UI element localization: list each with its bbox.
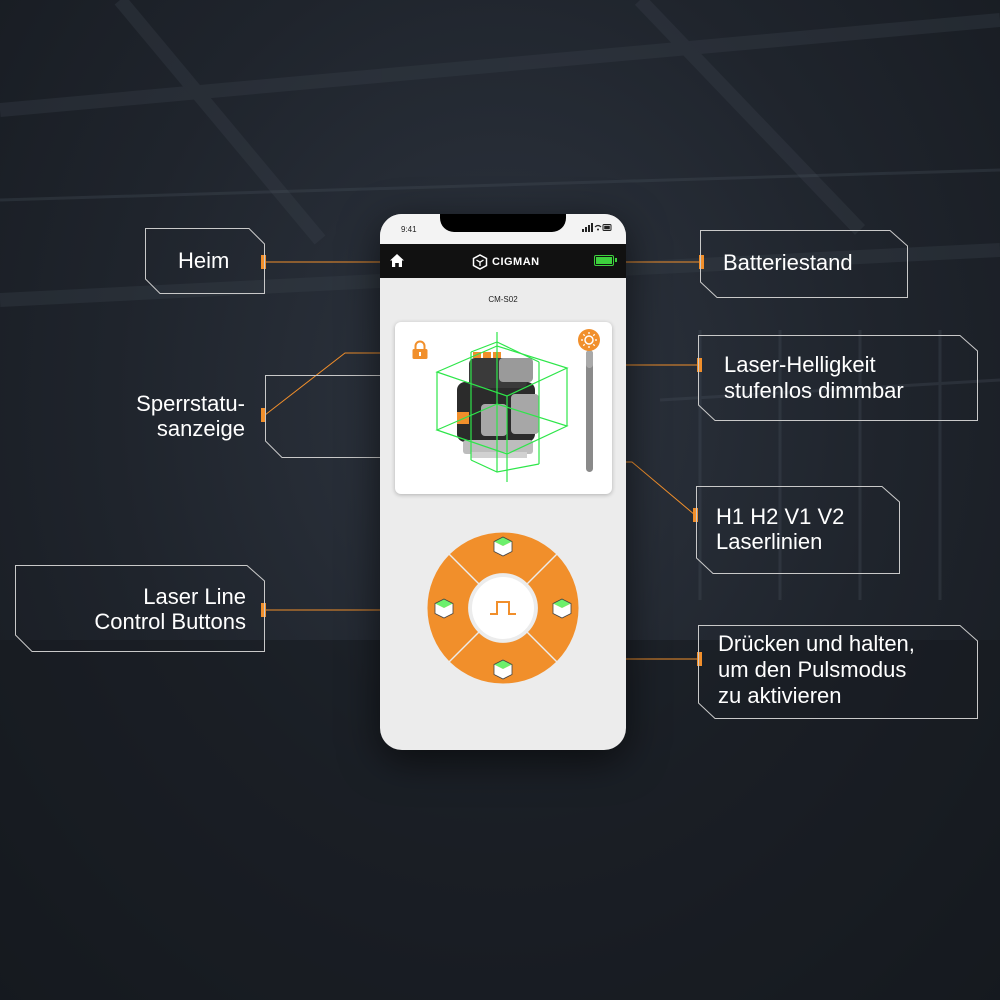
- callout-lock-line1: Sperrstatu-: [136, 391, 245, 416]
- callout-laser-lines-line2: Laserlinien: [716, 529, 823, 554]
- callout-frame: [15, 565, 265, 652]
- cube-left-icon: [434, 598, 454, 619]
- callout-home: Heim: [145, 228, 265, 294]
- status-icons: [582, 223, 612, 234]
- brightness-slider-fill: [586, 350, 593, 369]
- brightness-slider-handle[interactable]: [578, 329, 600, 351]
- callout-pulse-line2: um den Pulsmodus: [718, 657, 907, 682]
- callout-battery-label: Batteriestand: [723, 250, 853, 275]
- signal-icon: [582, 223, 612, 232]
- laser-button-left[interactable]: [427, 555, 478, 661]
- laser-planes: [435, 332, 569, 482]
- device-model: CM-S02: [488, 295, 518, 304]
- callout-brightness-line1: Laser-Helligkeit: [724, 352, 876, 377]
- laser-level-illustration: [435, 332, 569, 482]
- callout-frame: [700, 230, 908, 298]
- callout-frame: [145, 228, 265, 294]
- callout-laser-lines: H1 H2 V1 V2 Laserlinien: [696, 486, 900, 574]
- cube-bottom-icon: [493, 659, 513, 680]
- battery-icon: [594, 255, 617, 266]
- cube-right-icon: [552, 598, 572, 619]
- callout-brightness: Laser-Helligkeit stufenlos dimmbar: [698, 335, 978, 421]
- cube-top-icon: [493, 536, 513, 557]
- home-icon: [390, 254, 404, 267]
- callout-home-label: Heim: [178, 248, 230, 273]
- brand-logo: CIGMAN: [472, 254, 540, 270]
- laser-control-ring: [427, 532, 579, 684]
- callout-frame: [698, 625, 978, 719]
- callout-brightness-line2: stufenlos dimmbar: [724, 378, 904, 403]
- home-button[interactable]: [389, 253, 407, 269]
- callout-pulse-line3: zu aktivieren: [718, 683, 842, 708]
- cigman-logo-icon: [472, 254, 488, 270]
- pulse-icon: [490, 601, 516, 615]
- pulse-mode-button[interactable]: [472, 577, 534, 639]
- battery-fill: [596, 257, 612, 264]
- laser-button-right[interactable]: [528, 555, 579, 661]
- callout-lock-line2: sanzeige: [156, 416, 245, 441]
- callout-control-buttons: Laser Line Control Buttons: [15, 565, 265, 652]
- callout-frame: [698, 335, 978, 421]
- callout-lock: Sperrstatu- sanzeige: [57, 375, 473, 458]
- lock-icon: [412, 340, 428, 359]
- laser-preview-panel: [395, 322, 612, 494]
- status-time: 9:41: [401, 225, 417, 234]
- callout-pulse: Drücken und halten, um den Pulsmodus zu …: [698, 625, 978, 719]
- callout-battery: Batteriestand: [700, 230, 908, 298]
- callout-frame: [696, 486, 900, 574]
- brand-name: CIGMAN: [492, 256, 540, 268]
- status-bar: 9:41: [380, 214, 626, 244]
- laser-device-body: [457, 352, 539, 458]
- callout-pulse-line1: Drücken und halten,: [718, 631, 915, 656]
- brightness-slider[interactable]: [586, 350, 593, 472]
- sun-icon: [581, 332, 597, 348]
- app-header: CIGMAN: [380, 244, 626, 278]
- laser-button-top[interactable]: [450, 532, 556, 583]
- phone-notch: [440, 214, 566, 232]
- callout-control-buttons-line1: Laser Line: [143, 584, 246, 609]
- callout-laser-lines-line1: H1 H2 V1 V2: [716, 504, 845, 529]
- callout-control-buttons-line2: Control Buttons: [94, 609, 246, 634]
- phone-screen: 9:41 CIGMAN: [380, 214, 626, 750]
- laser-button-bottom[interactable]: [450, 633, 556, 684]
